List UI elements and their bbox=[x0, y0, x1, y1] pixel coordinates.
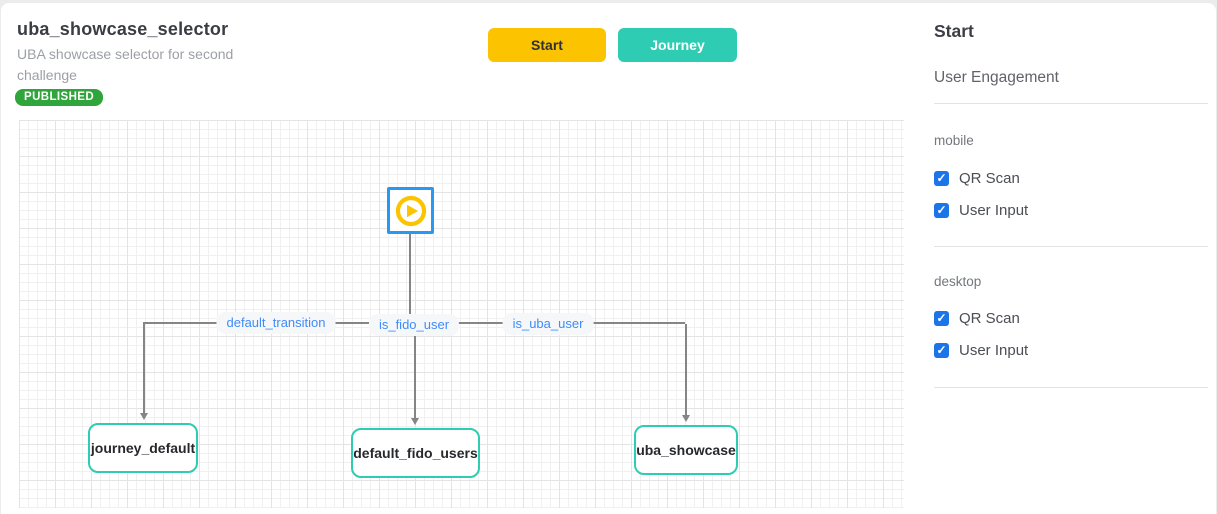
checkbox-label: User Input bbox=[959, 202, 1029, 219]
edge-label-is-fido-user[interactable]: is_fido_user bbox=[368, 314, 460, 336]
edge-label-default-transition[interactable]: default_transition bbox=[216, 312, 336, 334]
checkbox-label: User Input bbox=[959, 342, 1029, 359]
checkbox-label: QR Scan bbox=[959, 310, 1020, 327]
page-title: uba_showcase_selector bbox=[17, 19, 229, 39]
panel-subtitle: User Engagement bbox=[934, 69, 1059, 86]
edge-line-mid-down bbox=[414, 324, 416, 418]
panel-title: Start bbox=[934, 21, 974, 41]
edge-line-start-down bbox=[409, 234, 411, 323]
arrowhead-icon bbox=[139, 413, 148, 420]
flow-node-journey-default[interactable]: journey_default bbox=[88, 423, 198, 473]
flow-node-uba-showcase[interactable]: uba_showcase bbox=[634, 425, 738, 475]
checkbox-label: QR Scan bbox=[959, 170, 1020, 187]
divider bbox=[934, 246, 1208, 247]
edge-line-left-down bbox=[143, 322, 145, 413]
page-subtitle: UBA showcase selector for second challen… bbox=[17, 46, 234, 83]
section-label-desktop: desktop bbox=[934, 274, 982, 289]
checkbox-checked-icon[interactable] bbox=[934, 343, 949, 358]
flow-node-default-fido-users[interactable]: default_fido_users bbox=[351, 428, 480, 478]
section-label-mobile: mobile bbox=[934, 133, 974, 148]
arrowhead-icon bbox=[681, 415, 690, 422]
checkbox-checked-icon[interactable] bbox=[934, 311, 949, 326]
divider bbox=[934, 387, 1208, 388]
edge-line-right-down bbox=[685, 324, 687, 415]
divider bbox=[934, 103, 1208, 104]
flow-canvas[interactable]: default_transition is_fido_user is_uba_u… bbox=[19, 120, 904, 508]
arrowhead-icon bbox=[410, 418, 419, 425]
checkbox-checked-icon[interactable] bbox=[934, 171, 949, 186]
checkbox-desktop-user-input[interactable]: User Input bbox=[934, 342, 1028, 359]
journey-editor-window: uba_showcase_selector UBA showcase selec… bbox=[1, 3, 1216, 514]
node-properties-panel: Start User Engagement mobile QR Scan Use… bbox=[934, 3, 1208, 514]
start-node[interactable] bbox=[387, 187, 434, 234]
checkbox-mobile-qr-scan[interactable]: QR Scan bbox=[934, 170, 1020, 187]
checkbox-mobile-user-input[interactable]: User Input bbox=[934, 202, 1028, 219]
start-button[interactable]: Start bbox=[488, 28, 606, 62]
checkbox-checked-icon[interactable] bbox=[934, 203, 949, 218]
status-badge: PUBLISHED bbox=[15, 89, 104, 106]
journey-button[interactable]: Journey bbox=[618, 28, 737, 62]
checkbox-desktop-qr-scan[interactable]: QR Scan bbox=[934, 310, 1020, 327]
play-icon bbox=[394, 194, 428, 228]
edge-label-is-uba-user[interactable]: is_uba_user bbox=[502, 313, 594, 335]
